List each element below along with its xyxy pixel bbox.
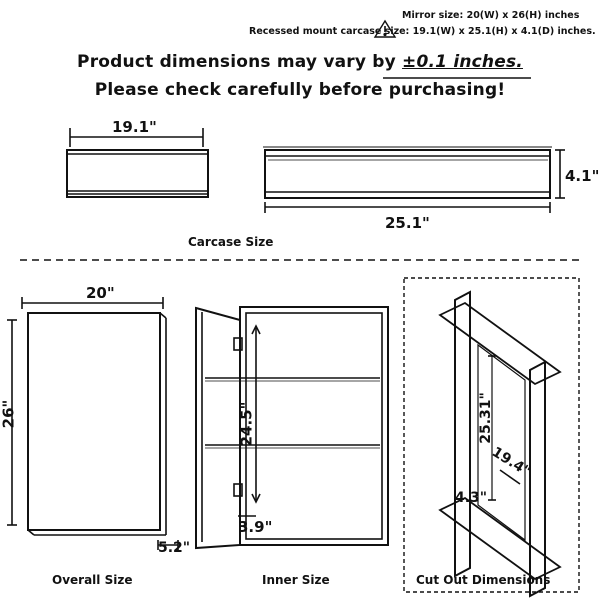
mirror-size-spec: Mirror size: 20(W) x 26(H) inches — [402, 10, 580, 21]
carcase-width-label: 19.1" — [112, 118, 157, 136]
inner-depth-label: 3.9" — [238, 518, 273, 536]
inner-size-drawing — [195, 306, 389, 550]
warning-triangle-icon — [373, 19, 397, 38]
carcase-side-view — [263, 146, 565, 213]
cutout-frame — [403, 277, 580, 593]
tolerance-value: ±0.1 inches. — [402, 52, 523, 72]
overall-caption: Overall Size — [52, 573, 133, 587]
inner-height-label: 24.5" — [237, 401, 256, 447]
carcase-depth-label: 4.1" — [565, 167, 600, 185]
overall-size-drawing — [7, 297, 179, 550]
cutout-depth-label: 4.3" — [455, 490, 488, 506]
cutout-drawing — [438, 290, 562, 598]
check-warning: Please check carefully before purchasing… — [94, 80, 506, 100]
tolerance-headline: Product dimensions may vary by ±0.1 inch… — [0, 52, 600, 72]
carcase-size-spec: Recessed mount carcase size: 19.1(W) x 2… — [249, 26, 596, 37]
carcase-top-view — [66, 128, 209, 198]
carcase-caption: Carcase Size — [188, 235, 274, 249]
overall-depth-label: 5.2" — [158, 540, 191, 556]
cutout-height-label: 25.31" — [477, 392, 494, 444]
overall-height-label: 26" — [0, 399, 18, 429]
overall-width-label: 20" — [86, 284, 115, 302]
inner-caption: Inner Size — [262, 573, 330, 587]
tolerance-prefix: Product dimensions may vary by — [77, 52, 403, 72]
carcase-height-label: 25.1" — [385, 214, 430, 232]
cutout-caption: Cut Out Dimensions — [416, 573, 551, 587]
